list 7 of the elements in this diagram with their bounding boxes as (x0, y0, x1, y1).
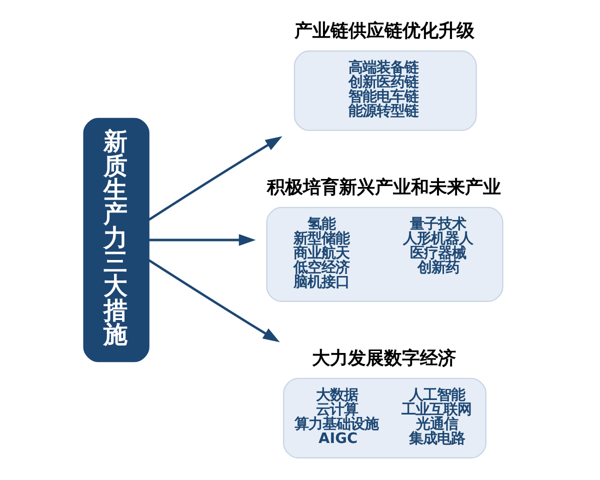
arrow (148, 136, 282, 221)
node-box: 新质生产力三大措施 (82, 118, 149, 362)
arrow (148, 234, 256, 246)
node-label: 积极培育新兴产业和未来产业 (266, 177, 500, 198)
node-label: 产业链供应链优化升级 (294, 20, 474, 42)
arrow (148, 259, 280, 342)
node-label: 大力发展数字经济 (311, 348, 456, 369)
